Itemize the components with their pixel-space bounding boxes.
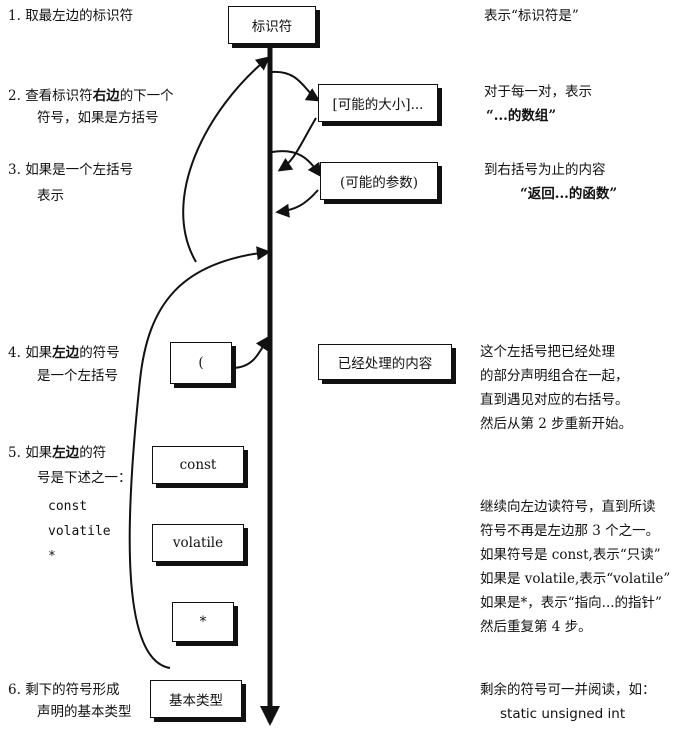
note-2-line-1: 对于每一对，表示 bbox=[484, 84, 592, 100]
volatile-box: volatile bbox=[152, 524, 244, 562]
arrow-loop-to-step2 bbox=[182, 56, 271, 263]
step-4-text-b: 的符号 bbox=[79, 345, 120, 361]
step-6-line-1: 剩下的符号形成 bbox=[25, 682, 120, 698]
note-5-line-2: 符号不再是左边那 3 个之一。 bbox=[480, 523, 660, 539]
step-5-text-a: 如果 bbox=[25, 445, 53, 461]
identifier-box: 标识符 bbox=[228, 6, 316, 44]
arrow-array-back bbox=[277, 117, 317, 172]
step-2-bold: 右边 bbox=[92, 88, 120, 104]
note-4-line-3: 直到遇见对应的右括号。 bbox=[480, 392, 629, 408]
step-5-line-2: 号是下述之一： bbox=[37, 470, 132, 486]
step-2-line-2: 符号，如果是方括号 bbox=[37, 110, 159, 126]
lparen-box: ( bbox=[170, 342, 232, 384]
arrow-to-params-box bbox=[271, 150, 322, 178]
note-4-line-4: 然后从第 2 步重新开始。 bbox=[480, 416, 633, 432]
step-2-text-b: 的下一个 bbox=[119, 88, 174, 104]
arrow-params-back bbox=[275, 189, 319, 218]
code-star: * bbox=[48, 549, 56, 564]
star-box: * bbox=[172, 602, 234, 642]
code-const: const bbox=[48, 499, 88, 514]
note-1: 表示“标识符是” bbox=[484, 8, 579, 24]
step-4-line-2: 是一个左括号 bbox=[37, 368, 118, 384]
note-5-line-3: 如果符号是 const,表示“只读” bbox=[480, 547, 661, 563]
code-volatile: volatile bbox=[48, 524, 111, 539]
params-box: (可能的参数) bbox=[320, 162, 438, 200]
step-6: 6. 剩下的符号形成 bbox=[8, 680, 120, 700]
step-5-bold: 左边 bbox=[52, 445, 80, 461]
note-2-line-2: “...的数组” bbox=[486, 108, 557, 124]
note-5-line-5: 如果是*，表示“指向...的指针” bbox=[480, 595, 662, 611]
step-5-line-1: 5. 如果左边的符 bbox=[8, 443, 106, 463]
note-3-line-1: 到右括号为止的内容 bbox=[484, 162, 606, 178]
step-3-line-1: 如果是一个左括号 bbox=[25, 162, 134, 178]
step-4-text-a: 如果 bbox=[25, 345, 53, 361]
step-2-line-1: 2. 查看标识符右边的下一个 bbox=[8, 86, 174, 106]
step-2-text-a: 查看标识符 bbox=[25, 88, 93, 104]
arrow-loop-qualifiers bbox=[128, 246, 271, 669]
step-3: 3. 如果是一个左括号 bbox=[8, 160, 133, 180]
step-1-num: 1. bbox=[8, 8, 21, 24]
step-4-line-1: 4. 如果左边的符号 bbox=[8, 343, 120, 363]
processed-box: 已经处理的内容 bbox=[318, 344, 452, 380]
note-4-line-1: 这个左括号把已经处理 bbox=[480, 344, 615, 360]
step-4-bold: 左边 bbox=[52, 345, 80, 361]
step-4-num: 4. bbox=[8, 345, 21, 361]
note-6-line-1: 剩余的符号可一并阅读，如： bbox=[480, 682, 656, 698]
arrow-lparen-back bbox=[231, 335, 270, 369]
note-5-line-1: 继续向左边读符号，直到所读 bbox=[480, 499, 656, 515]
step-1-line-1: 取最左边的标识符 bbox=[25, 8, 134, 24]
const-box: const bbox=[152, 446, 244, 484]
step-5-num: 5. bbox=[8, 445, 21, 461]
step-5-text-b: 的符 bbox=[79, 445, 107, 461]
note-3-line-2: “返回...的函数” bbox=[520, 186, 618, 202]
note-6-line-2: static unsigned int bbox=[500, 706, 626, 722]
step-3-num: 3. bbox=[8, 162, 21, 178]
step-3-line-2: 表示 bbox=[37, 188, 64, 204]
step-2-num: 2. bbox=[8, 88, 21, 104]
arrow-to-array-box bbox=[271, 70, 321, 102]
note-5-line-4: 如果是 volatile,表示“volatile” bbox=[480, 571, 671, 587]
step-1: 1. 取最左边的标识符 bbox=[8, 6, 133, 26]
array-size-box: [可能的大小]... bbox=[318, 84, 438, 122]
note-5-line-6: 然后重复第 4 步。 bbox=[480, 619, 592, 635]
step-6-line-2: 声明的基本类型 bbox=[37, 704, 132, 720]
base-type-box: 基本类型 bbox=[150, 680, 242, 718]
step-6-num: 6. bbox=[8, 682, 21, 698]
note-4-line-2: 的部分声明组合在一起， bbox=[480, 368, 629, 384]
